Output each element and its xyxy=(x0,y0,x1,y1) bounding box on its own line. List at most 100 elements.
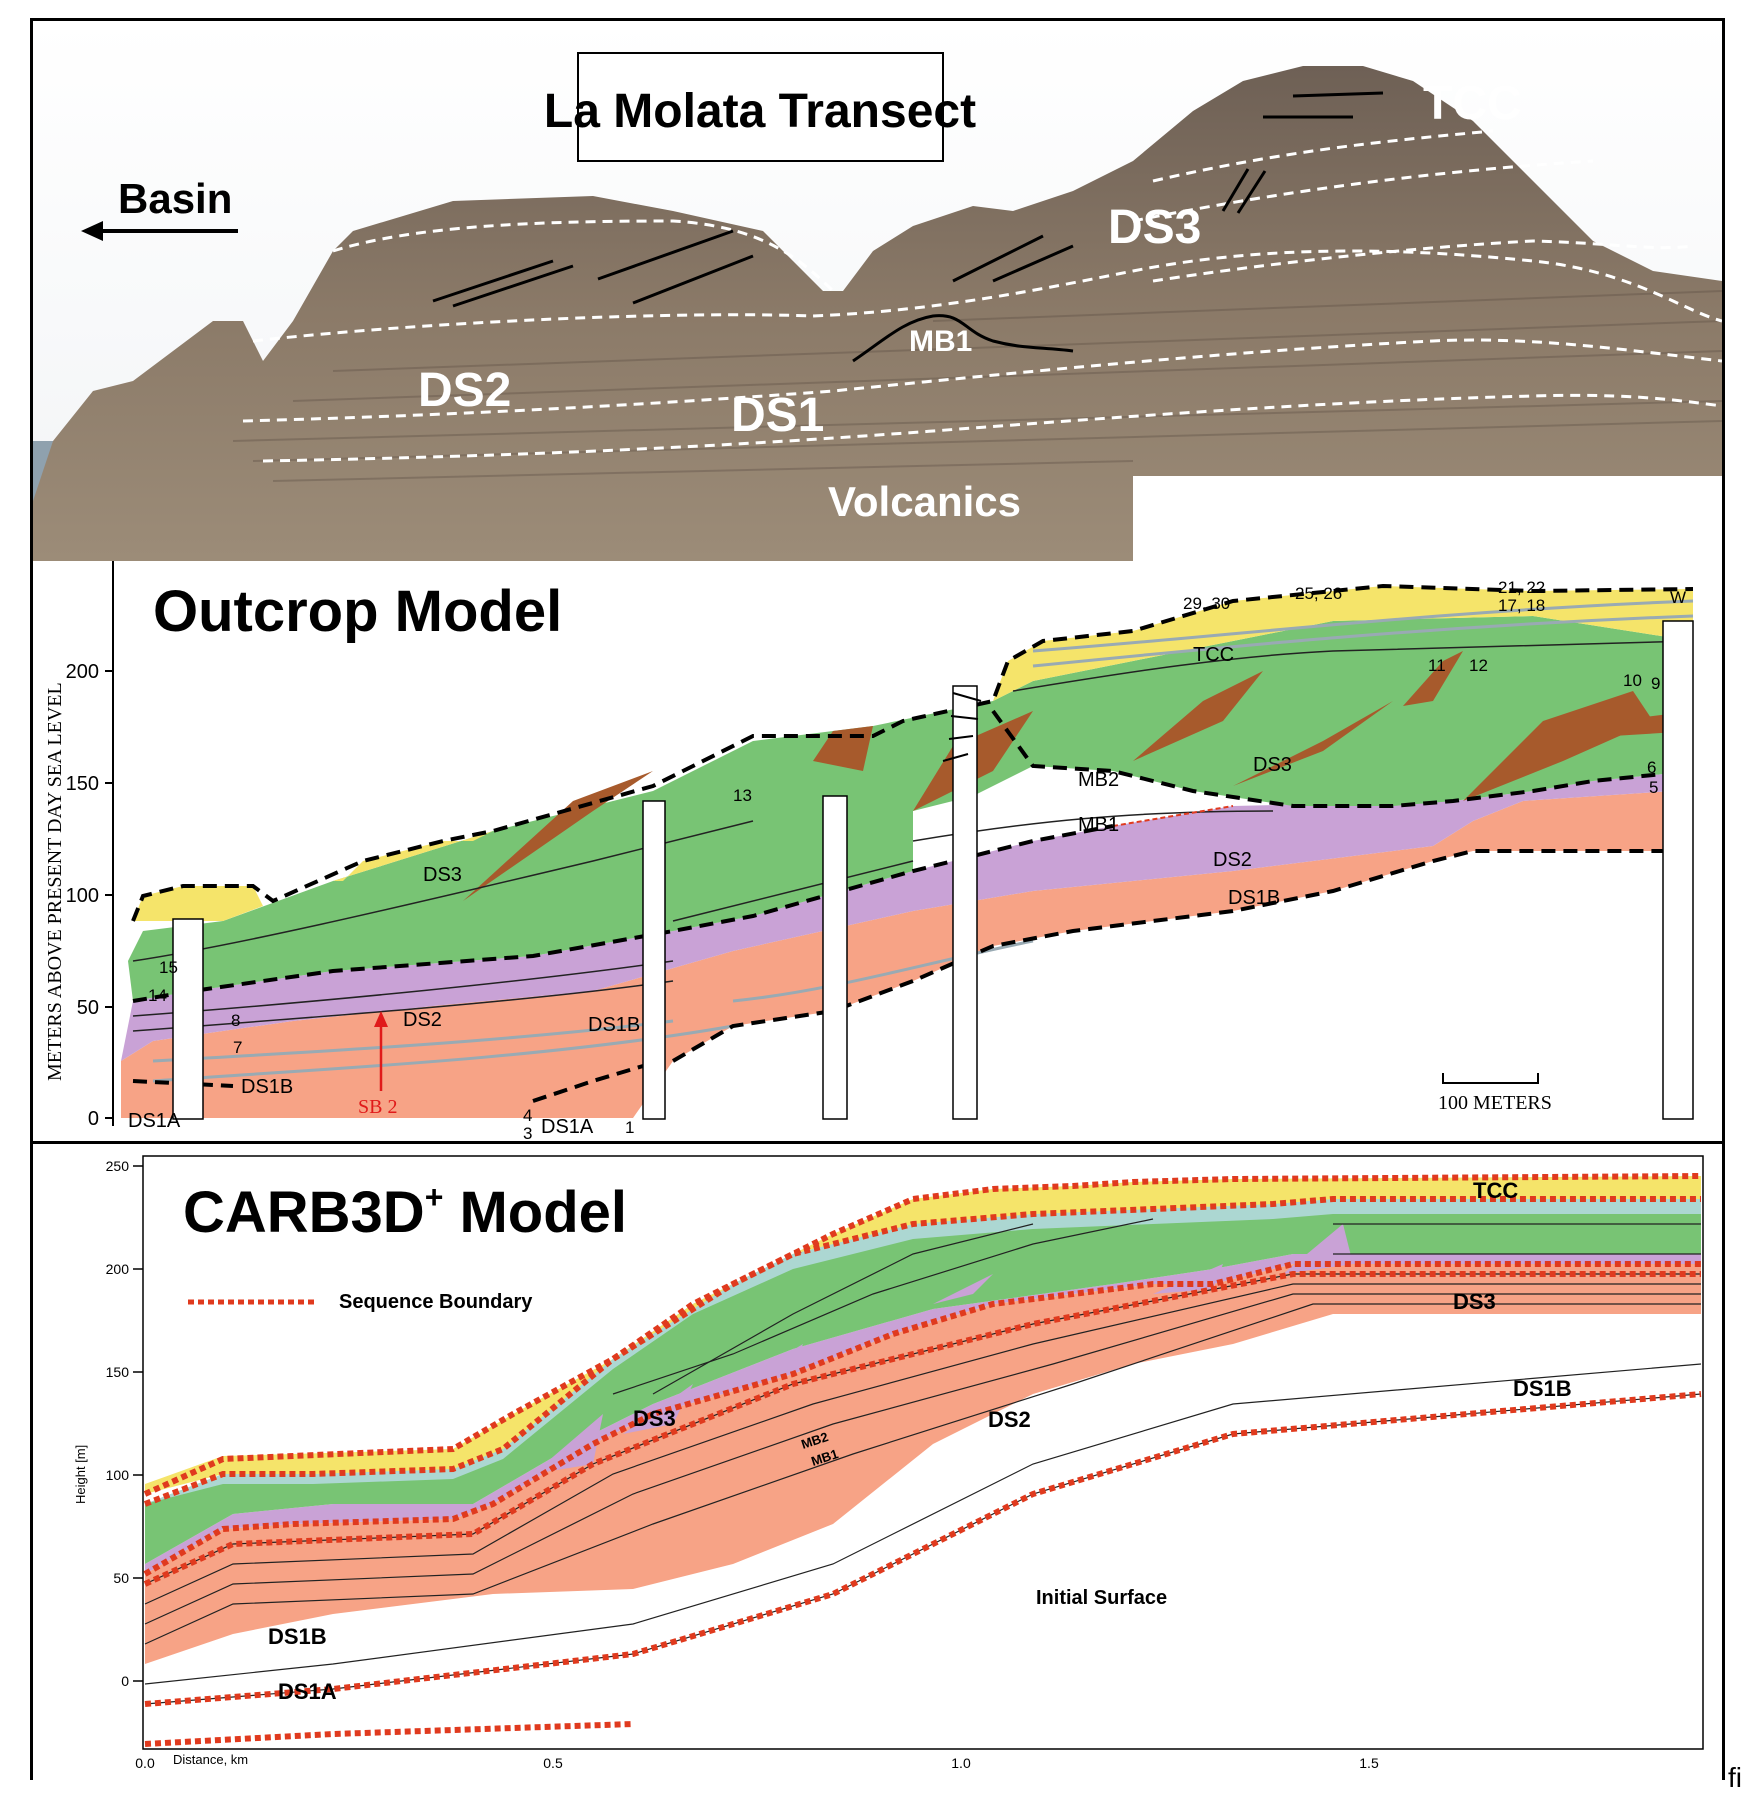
carb-y-tick-0: 0 xyxy=(121,1673,129,1689)
outcrop-y-ticks xyxy=(105,670,113,1119)
carb-x-tick-05: 0.5 xyxy=(543,1755,563,1771)
marker-w: W xyxy=(1670,588,1686,607)
photo-bedding xyxy=(432,91,1384,363)
carb-tcc-unit xyxy=(145,1176,1701,1494)
carb-label-tcc: TCC xyxy=(1473,1178,1518,1203)
outcrop-label-tcc: TCC xyxy=(1193,644,1234,666)
marker-21-22: 21, 22 xyxy=(1498,578,1545,597)
marker-12: 12 xyxy=(1469,656,1488,675)
carb-label-ds1b-left: DS1B xyxy=(268,1624,327,1649)
photo-label-ds2: DS2 xyxy=(418,364,511,417)
carb-y-tick-100: 100 xyxy=(106,1467,130,1483)
figure-frame: La Molata Transect Basin TCC DS3 DS2 DS1… xyxy=(30,18,1725,1780)
outcrop-cap-yellow-left xyxy=(133,886,263,921)
carb-x-tick-0: 0.0 xyxy=(135,1755,155,1771)
marker-11: 11 xyxy=(1428,656,1446,675)
outcrop-label-mb2: MB2 xyxy=(1078,769,1119,791)
photo-label-ds3: DS3 xyxy=(1108,201,1201,254)
scale-label: 100 METERS xyxy=(1438,1092,1552,1114)
outcrop-arrows xyxy=(942,692,982,762)
marker-25-26: 25, 26 xyxy=(1295,584,1342,603)
outcrop-label-ds1a-mid: DS1A xyxy=(541,1116,594,1138)
marker-14: 14 xyxy=(148,986,167,1005)
carb-y-ticks xyxy=(133,1165,143,1682)
figure-label: fi xyxy=(1728,1762,1742,1793)
carb-panel: 250 200 150 100 50 0 Height [m] 0.0 0.5 … xyxy=(33,1144,1722,1780)
photo-label-tcc: TCC xyxy=(1423,77,1522,130)
sb2-label: SB 2 xyxy=(358,1096,397,1118)
outcrop-tcc-unit xyxy=(993,586,1693,701)
marker-29-30: 29, 30 xyxy=(1183,594,1230,613)
marker-3: 3 xyxy=(523,1124,532,1141)
carb-label-ds3-left: DS3 xyxy=(633,1406,676,1431)
carb-ds1-unit xyxy=(145,1264,1701,1744)
outcrop-label-ds3-right: DS3 xyxy=(1253,754,1292,776)
outcrop-ds3-unit xyxy=(128,616,1693,1001)
outcrop-sections xyxy=(172,620,1694,1120)
outcrop-label-ds1b-left: DS1B xyxy=(241,1076,293,1098)
photo-title-box xyxy=(577,52,944,162)
carb-label-ds2: DS2 xyxy=(988,1407,1031,1432)
carb-title: CARB3D+ Model xyxy=(183,1179,627,1245)
marker-15: 15 xyxy=(159,958,178,977)
photo-label-ds1: DS1 xyxy=(731,389,824,442)
carb-ds3-unit xyxy=(145,1199,1701,1564)
outcrop-y-tick-0: 0 xyxy=(88,1108,99,1130)
basin-label: Basin xyxy=(118,175,232,222)
marker-8: 8 xyxy=(231,1011,240,1030)
outcrop-red-line xyxy=(1112,805,1234,827)
photo-label-mb1: MB1 xyxy=(909,325,972,358)
mountain-silhouette xyxy=(33,66,1722,561)
photo-label-volcanics: Volcanics xyxy=(828,478,1021,525)
carb-label-ds3-right: DS3 xyxy=(1453,1289,1496,1314)
marker-6: 6 xyxy=(1647,758,1656,777)
photo-boundaries xyxy=(242,129,1722,463)
outcrop-panel: Outcrop Model METERS ABOVE PRESENT DAY S… xyxy=(33,561,1722,1141)
carb-label-initial-surface: Initial Surface xyxy=(1036,1587,1167,1609)
outcrop-y-tick-200: 200 xyxy=(66,661,99,683)
carb-sequence-boundaries xyxy=(143,1173,1702,1747)
marker-5: 5 xyxy=(1649,778,1658,797)
carb-x-axis-label: Distance, km xyxy=(173,1752,248,1767)
panel-separator xyxy=(33,1141,1722,1144)
outcrop-label-ds3-left: DS3 xyxy=(423,864,462,886)
marker-13: 13 xyxy=(733,786,752,805)
outcrop-y-tick-150: 150 xyxy=(66,773,99,795)
outcrop-label-ds2-right: DS2 xyxy=(1213,849,1252,871)
outcrop-ds2-unit xyxy=(121,771,1693,1061)
marker-17-18: 17, 18 xyxy=(1498,596,1545,615)
scale-bar xyxy=(1442,1073,1539,1084)
photo-title: La Molata Transect xyxy=(544,85,976,138)
carb-y-tick-250: 250 xyxy=(106,1158,130,1174)
carb-label-ds1a: DS1A xyxy=(278,1679,337,1704)
carb-plot-frame xyxy=(142,1155,1704,1750)
photo-blank-area xyxy=(1133,476,1722,561)
carb-x-tick-10: 1.0 xyxy=(951,1755,971,1771)
basin-arrow-icon xyxy=(81,221,103,241)
carb-label-ds1b-right: DS1B xyxy=(1513,1376,1572,1401)
sb2-arrow-icon xyxy=(374,1011,388,1027)
outcrop-label-mb1: MB1 xyxy=(1078,814,1119,836)
outcrop-label-ds2-left: DS2 xyxy=(403,1009,442,1031)
outcrop-title: Outcrop Model xyxy=(153,579,562,644)
photo-panel: La Molata Transect Basin TCC DS3 DS2 DS1… xyxy=(33,21,1722,561)
marker-7: 7 xyxy=(233,1038,242,1057)
outcrop-y-tick-100: 100 xyxy=(66,885,99,907)
carb-y-tick-50: 50 xyxy=(113,1570,129,1586)
carb-ds2-unit xyxy=(145,1254,1701,1574)
outcrop-y-axis-label: METERS ABOVE PRESENT DAY SEA LEVEL xyxy=(44,682,66,1081)
marker-9: 9 xyxy=(1651,674,1660,693)
marker-1: 1 xyxy=(625,1118,634,1137)
marker-4: 4 xyxy=(523,1106,532,1125)
carb-y-tick-150: 150 xyxy=(106,1364,130,1380)
marker-10: 10 xyxy=(1623,671,1642,690)
carb-y-axis-label: Height [m] xyxy=(73,1445,88,1504)
outcrop-cap-yellow-mid xyxy=(333,831,493,881)
outcrop-label-ds1a-left: DS1A xyxy=(128,1110,181,1132)
outcrop-label-ds1b-mid: DS1B xyxy=(588,1014,640,1036)
outcrop-label-ds1b-right: DS1B xyxy=(1228,887,1280,909)
outcrop-y-tick-50: 50 xyxy=(77,997,99,1019)
legend-seq-boundary-label: Sequence Boundary xyxy=(339,1291,533,1313)
carb-lightblue-band xyxy=(145,1199,1701,1504)
carb-y-tick-200: 200 xyxy=(106,1261,130,1277)
